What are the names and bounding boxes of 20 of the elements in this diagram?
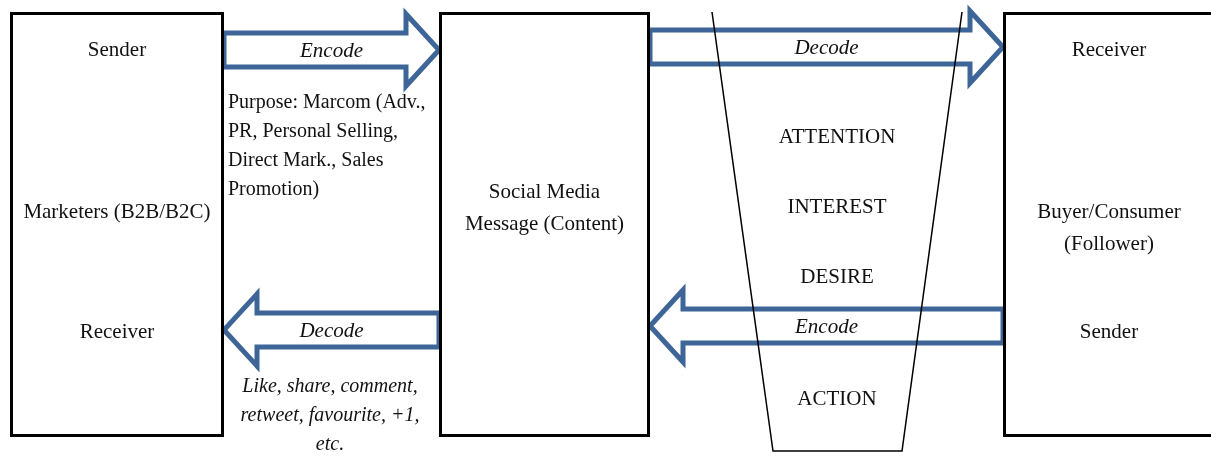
edge-label: Decode [299, 317, 364, 343]
node-label: Sender [1078, 318, 1140, 345]
node-label: Receiver [78, 318, 156, 345]
node-label: Sender [86, 36, 148, 63]
process-box [439, 12, 650, 437]
node-label: Buyer/Consumer (Follower) [1036, 198, 1182, 257]
note-text: Like, share, comment, retweet, favourite, +1, etc. [239, 373, 421, 456]
node-label: Marketers (B2B/B2C) [22, 198, 212, 225]
edge-label: Encode [300, 37, 363, 63]
note-text: Purpose: Marcom (Adv., PR, Personal Selling, Direct Mark., Sales Promotion) [228, 89, 427, 202]
stage-label: ATTENTION [777, 123, 897, 150]
node-label: Social Media Message (Content) [463, 178, 626, 237]
stage-label: DESIRE [799, 263, 875, 290]
stage-label: ACTION [796, 385, 878, 412]
process-box [10, 12, 224, 437]
node-label: Receiver [1070, 36, 1148, 63]
process-box [1003, 12, 1211, 437]
stage-label: INTEREST [786, 193, 888, 220]
edge-label: Decode [794, 34, 859, 60]
edge-label: Encode [795, 313, 858, 339]
